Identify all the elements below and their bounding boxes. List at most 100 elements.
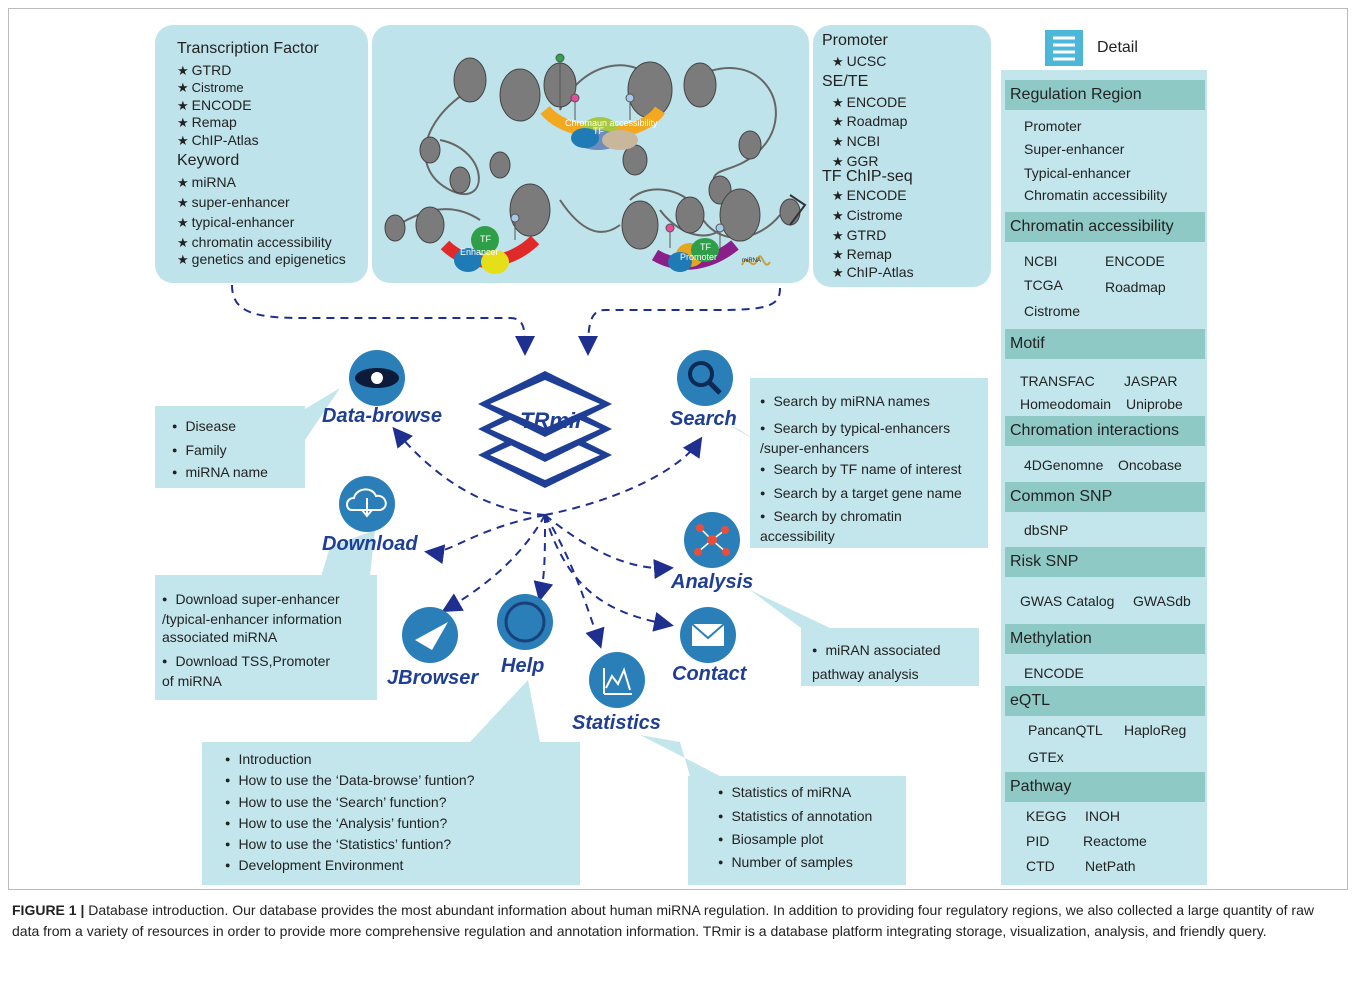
help-item: How to use the ‘Data-browse’ funtion? xyxy=(225,772,474,788)
section-item: Chromatin accessibility xyxy=(1024,187,1168,203)
jbrowser-label[interactable]: JBrowser xyxy=(387,667,479,689)
section-item: INOH xyxy=(1085,808,1120,824)
enhancer-label: Enhancer xyxy=(460,247,499,257)
section-item: Reactome xyxy=(1083,833,1147,849)
section-item: ENCODE xyxy=(1024,665,1084,681)
download-label[interactable]: Download xyxy=(322,533,418,555)
se-te-item: NCBI xyxy=(832,133,880,150)
statistics-item: Number of samples xyxy=(718,854,852,870)
section-item: TRANSFAC xyxy=(1020,373,1095,389)
section-item: Promoter xyxy=(1024,118,1082,134)
figure-frame xyxy=(8,8,1348,890)
data-browse-label[interactable]: Data-browse xyxy=(322,405,443,427)
statistics-item: Statistics of annotation xyxy=(718,808,872,824)
keyword-item: genetics and epigenetics xyxy=(177,251,346,268)
keyword-item: typical-enhancer xyxy=(177,214,295,231)
help-item: How to use the ‘Statistics’ funtion? xyxy=(225,836,451,852)
analysis-item: miRAN associated pathway analysis xyxy=(812,639,941,685)
search-item: Search by miRNA names xyxy=(760,393,929,409)
section-item: TCGA xyxy=(1024,277,1063,293)
statistics-item: Biosample plot xyxy=(718,831,823,847)
network-icon xyxy=(684,512,740,568)
search-item: Search by a target gene name xyxy=(760,485,961,501)
section-item: HaploReg xyxy=(1124,722,1187,738)
section-item: NetPath xyxy=(1085,858,1136,874)
cloud-download-icon xyxy=(339,476,395,532)
se-te-item: ENCODE xyxy=(832,94,907,111)
section-header: Pathway xyxy=(1005,772,1205,802)
tf-item: ENCODE xyxy=(177,97,252,114)
tf-chip-item: GTRD xyxy=(832,227,887,244)
magnifier-icon xyxy=(677,350,733,406)
tf-item: Cistrome xyxy=(177,80,244,96)
section-header: Chromatin accessibility xyxy=(1005,212,1205,242)
data-browse-item: Family xyxy=(172,442,226,458)
caption-text: Database introduction. Our database prov… xyxy=(12,902,1314,939)
search-label[interactable]: Search xyxy=(670,408,737,430)
question-icon xyxy=(497,594,553,650)
help-item: Introduction xyxy=(225,751,311,767)
search-item: Search by TF name of interest xyxy=(760,461,961,477)
section-item: Oncobase xyxy=(1118,457,1182,473)
help-item: How to use the ‘Analysis’ funtion? xyxy=(225,815,447,831)
section-item: GWASdb xyxy=(1133,593,1191,609)
section-item: dbSNP xyxy=(1024,522,1069,538)
statistics-label[interactable]: Statistics xyxy=(572,712,661,734)
tf-label: TF xyxy=(593,126,604,136)
tf-chip-item: Remap xyxy=(832,246,892,263)
paper-plane-icon xyxy=(402,607,458,663)
help-item: How to use the ‘Search’ function? xyxy=(225,794,446,810)
keyword-item: miRNA xyxy=(177,174,236,191)
section-item: Homeodomain xyxy=(1020,396,1112,412)
download-item: Download super-enhancer /typical-enhance… xyxy=(162,590,342,646)
detail-icon xyxy=(1045,30,1083,66)
search-item: Search by chromatin accessibility xyxy=(760,507,902,545)
promoter-label: Promoter xyxy=(680,252,718,262)
logo-text: TRmir xyxy=(520,408,584,433)
section-header: eQTL xyxy=(1005,686,1205,716)
section-item: GWAS Catalog xyxy=(1020,593,1115,609)
section-item: Uniprobe xyxy=(1126,396,1183,412)
section-header: Chromation interactions xyxy=(1005,416,1205,446)
tf-item: ChIP-Atlas xyxy=(177,132,259,149)
search-item: Search by typical-enhancers /super-enhan… xyxy=(760,419,950,457)
data-browse-item: Disease xyxy=(172,418,236,434)
section-item: ENCODE xyxy=(1105,253,1165,269)
tf-chip-item: ChIP-Atlas xyxy=(832,264,914,281)
tf-label: TF xyxy=(700,242,711,252)
keyword-item: super-enhancer xyxy=(177,194,290,211)
detail-title: Detail xyxy=(1097,39,1138,56)
promoter-item: UCSC xyxy=(832,53,887,70)
section-item: PID xyxy=(1026,833,1050,849)
analysis-label[interactable]: Analysis xyxy=(671,571,754,593)
section-header: Common SNP xyxy=(1005,482,1205,512)
statistics-item: Statistics of miRNA xyxy=(718,784,851,800)
download-item: Download TSS,Promoter of miRNA xyxy=(162,652,330,690)
section-item: Typical-enhancer xyxy=(1024,165,1131,181)
chromatin-accessibility-label: Chromaun accessibility xyxy=(565,118,658,128)
envelope-icon xyxy=(680,607,736,663)
section-header: Risk SNP xyxy=(1005,547,1205,577)
figure-caption: FIGURE 1 | Database introduction. Our da… xyxy=(12,900,1342,942)
tf-chip-item: Cistrome xyxy=(832,207,903,224)
section-item: 4DGenomne xyxy=(1024,457,1104,473)
contact-label[interactable]: Contact xyxy=(672,663,747,685)
help-label[interactable]: Help xyxy=(501,655,545,677)
mirna-label: miRNA xyxy=(742,258,761,264)
keyword-title: Keyword xyxy=(177,152,240,169)
section-header: Motif xyxy=(1005,329,1205,359)
section-header: Methylation xyxy=(1005,624,1205,654)
section-item: Cistrome xyxy=(1024,303,1081,319)
section-item: PancanQTL xyxy=(1028,722,1103,738)
section-item: KEGG xyxy=(1026,808,1067,824)
help-item: Development Environment xyxy=(225,857,403,873)
eye-icon xyxy=(349,350,405,406)
promoter-title: Promoter xyxy=(822,32,888,49)
tf-item: GTRD xyxy=(177,62,232,79)
se-te-title: SE/TE xyxy=(822,73,869,90)
section-item: CTD xyxy=(1026,858,1055,874)
tf-chip-seq-title: TF ChIP-seq xyxy=(822,168,913,185)
section-item: Roadmap xyxy=(1105,279,1166,295)
